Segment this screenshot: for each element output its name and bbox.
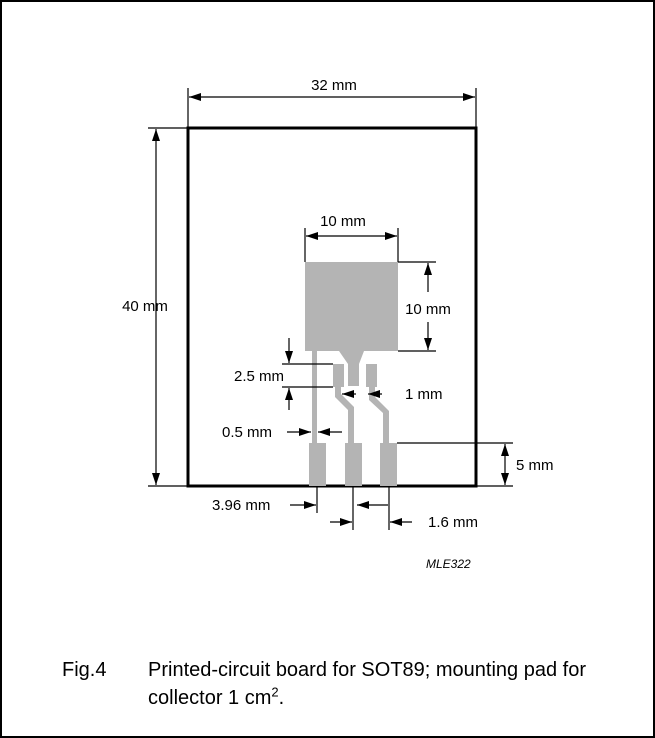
lead-pad-emitter: [333, 364, 344, 387]
label-board-height: 40 mm: [122, 298, 168, 315]
finger-pad-2: [345, 443, 362, 486]
finger-pad-3: [380, 443, 397, 486]
caption-label: Fig.4: [62, 659, 107, 681]
trace-right: [369, 387, 389, 443]
copper-layer: [305, 262, 398, 486]
label-pad-height: 10 mm: [405, 301, 451, 318]
trace-middle: [335, 387, 354, 443]
caption-body: Printed-circuit board for SOT89; mountin…: [148, 659, 586, 709]
label-pin-pitch: 1.6 mm: [428, 514, 478, 531]
label-pad-width: 10 mm: [320, 213, 366, 230]
lead-pad-base: [366, 364, 377, 387]
label-trace-width: 0.5 mm: [222, 424, 272, 441]
label-lead-pad-length: 2.5 mm: [234, 368, 284, 385]
figure-code: MLE322: [426, 557, 471, 571]
label-board-width: 32 mm: [311, 77, 357, 94]
collector-neck: [339, 351, 364, 386]
caption-suffix: .: [278, 687, 285, 709]
collector-pad: [305, 262, 398, 351]
label-finger-length: 5 mm: [516, 457, 554, 474]
caption-superscript: 2: [271, 684, 279, 700]
finger-pad-1: [309, 443, 326, 486]
label-lead-spacing: 1 mm: [405, 386, 443, 403]
pcb-outline: [186, 126, 478, 488]
label-edge-offset: 3.96 mm: [212, 497, 270, 514]
trace-left: [312, 351, 317, 443]
caption-text: Printed-circuit board for SOT89; mountin…: [148, 656, 618, 712]
